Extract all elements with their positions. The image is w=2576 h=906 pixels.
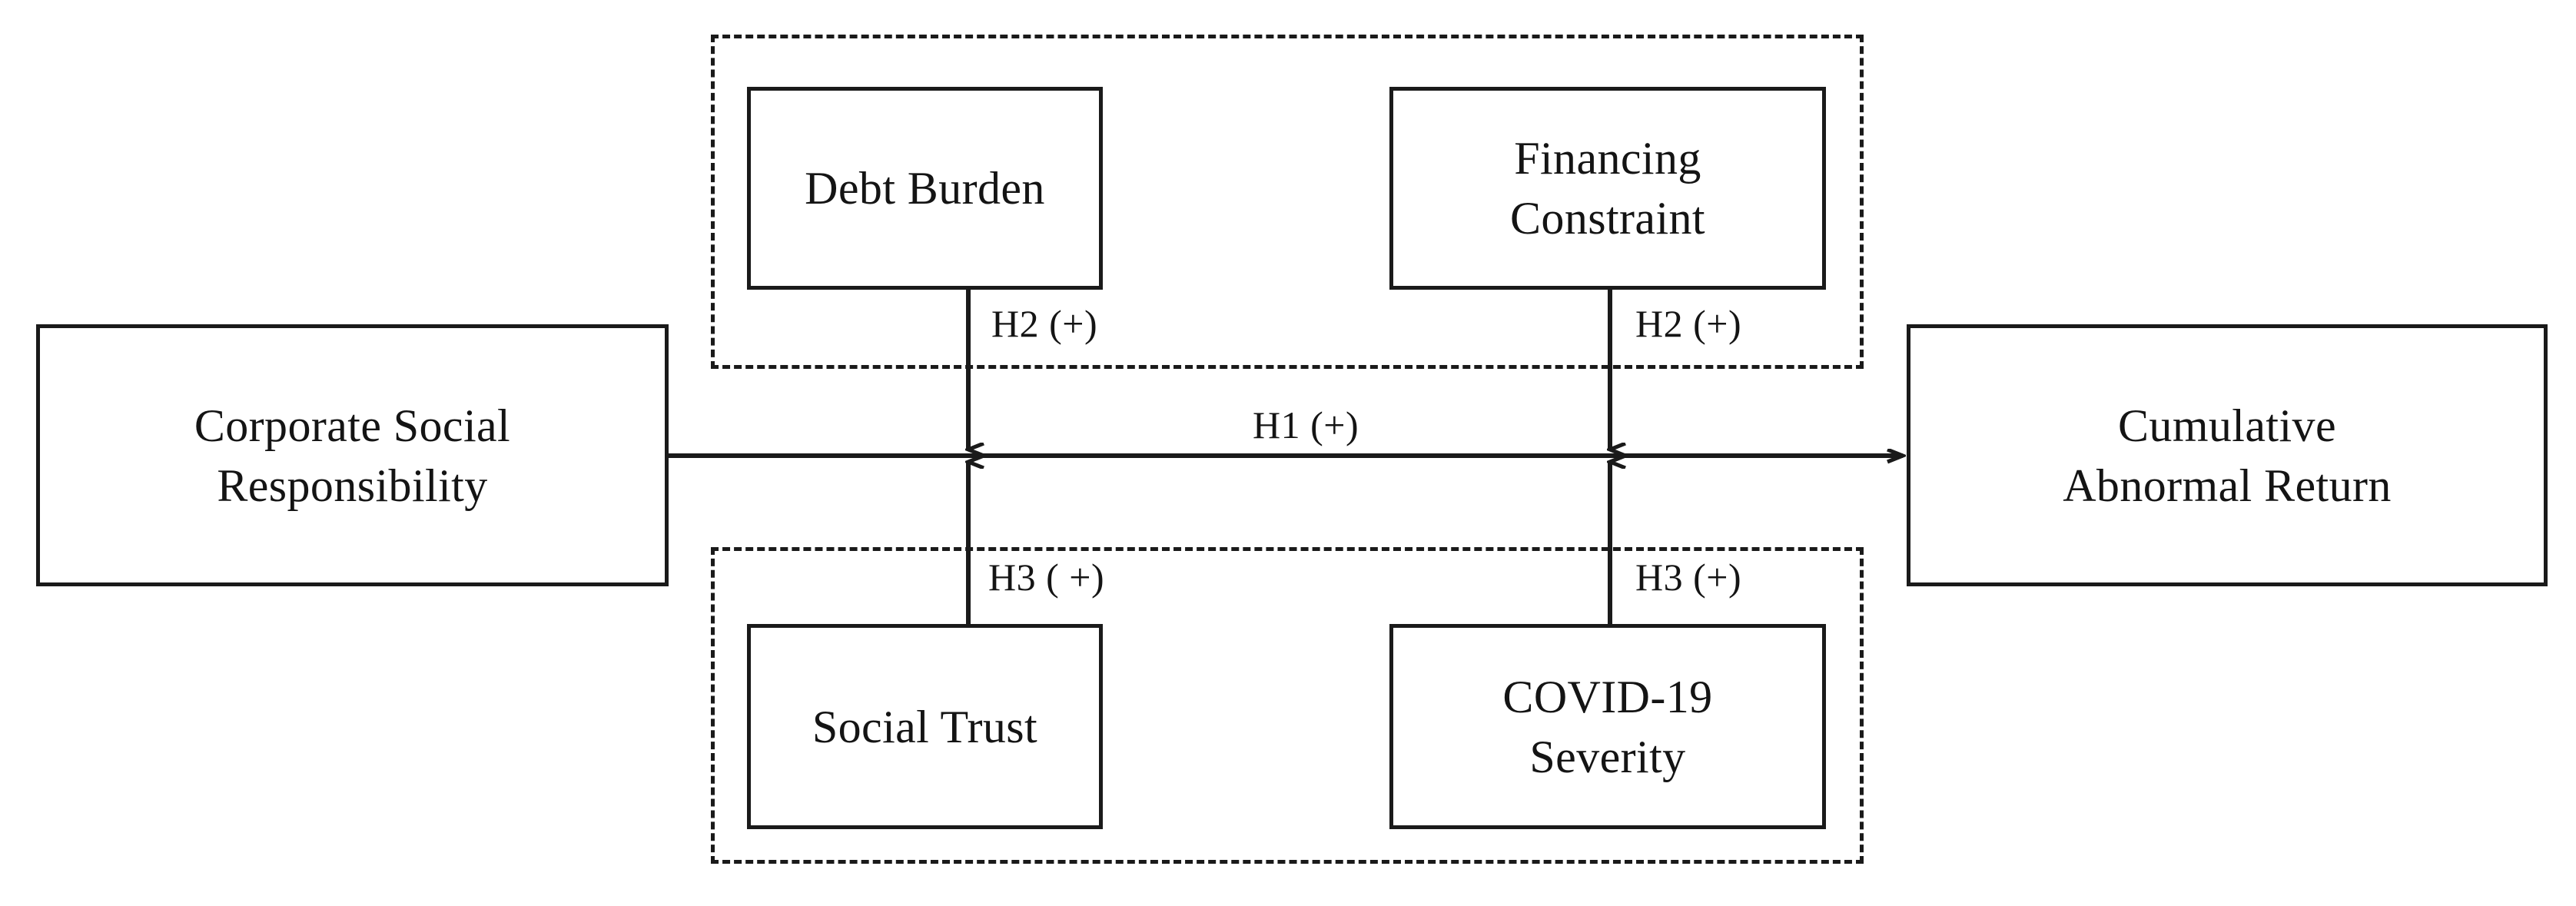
edge-label-h2-financing-constraint: H2 (+) [1635,302,1742,345]
node-label-financing-constraint: Financing Constraint [1510,133,1705,244]
node-financing-constraint[interactable]: Financing Constraint [1389,87,1826,290]
top-moderator-group [711,35,1864,369]
node-label-covid-19-severity: COVID-19 Severity [1502,671,1713,782]
edge-label-h2-debt-burden: H2 (+) [991,302,1098,345]
node-label-corporate-social-responsibility: Corporate Social Responsibility [194,400,511,511]
node-label-debt-burden: Debt Burden [805,163,1045,214]
node-social-trust[interactable]: Social Trust [747,624,1103,829]
node-label-social-trust: Social Trust [812,701,1038,752]
edge-label-h3-covid-19-severity: H3 (+) [1635,556,1742,599]
node-cumulative-abnormal-return[interactable]: Cumulative Abnormal Return [1907,324,2548,586]
edge-label-h1-main-effect: H1 (+) [1253,403,1359,446]
node-covid-19-severity[interactable]: COVID-19 Severity [1389,624,1826,829]
node-corporate-social-responsibility[interactable]: Corporate Social Responsibility [36,324,669,586]
edge-label-h3-social-trust: H3 ( +) [988,556,1105,599]
node-label-cumulative-abnormal-return: Cumulative Abnormal Return [2063,400,2392,511]
bottom-moderator-group [711,547,1864,864]
node-debt-burden[interactable]: Debt Burden [747,87,1103,290]
